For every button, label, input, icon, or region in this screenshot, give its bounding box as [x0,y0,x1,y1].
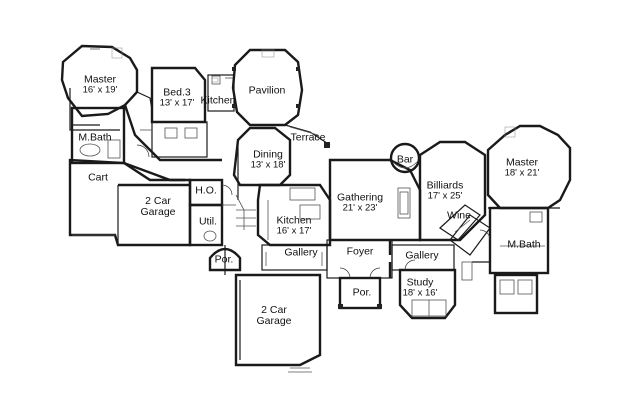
ho-util-walls [188,178,236,247]
room-name: Study [406,276,434,289]
dining-walls [232,126,292,200]
room-name: Gallery [284,246,318,259]
room-name: Por. [214,253,234,266]
por-left-walls [208,245,242,275]
room-gallery-left: Gallery [284,247,317,258]
room-name: Terrace [290,131,326,144]
room-util: Util. [199,216,217,227]
room-name: Gallery [405,249,439,262]
room-name: Util. [198,215,218,228]
room-name: Pavilion [248,84,286,97]
room-name: Master [505,156,539,169]
room-master-right: Master 18' x 21' [504,156,540,179]
room-dims: 16' x 17' [276,225,312,237]
room-kitchen-main: Kitchen 16' x 17' [276,214,312,237]
room-kitchen-top: Kitchen [200,95,235,106]
room-wine: Wine [447,210,471,221]
room-name: M.Bath [507,238,541,251]
room-por-left: Por. [215,254,234,265]
room-dining: Dining 13' x 18' [250,148,286,171]
pavilion-walls [231,48,304,127]
room-garage-left: 2 Car Garage [140,194,176,218]
room-study: Study 18' x 16' [402,276,438,299]
room-name: Foyer [346,245,374,258]
room-name: Bar [396,153,414,166]
room-name: Kitchen [200,94,236,107]
room-name-2: Garage [140,206,176,218]
room-por-center: Por. [353,287,372,298]
room-name: Dining [253,148,283,161]
terrace-walls [284,124,331,148]
por-center-walls [338,276,382,310]
room-master-left: Master 16' x 19' [82,73,118,96]
room-dims: 21' x 23' [342,202,378,214]
room-bed3: Bed.3 13' x 17' [159,86,195,109]
room-name: 2 Car [261,303,287,316]
room-dims: 17' x 25' [427,190,463,202]
room-mbath-right: M.Bath [507,239,540,250]
master-bath-left-walls [70,106,126,165]
room-name: Por. [352,286,372,299]
master-bath-right-walls [461,206,550,315]
room-terrace: Terrace [290,132,325,143]
study-walls [398,268,457,320]
room-dims: 13' x 18' [250,159,286,171]
room-dims: 18' x 16' [402,287,438,299]
room-garage-bottom: 2 Car Garage [256,303,292,327]
room-dims: 18' x 21' [504,167,540,179]
room-name: M.Bath [78,131,112,144]
room-gathering: Gathering 21' x 23' [336,191,384,214]
room-name: H.O. [195,184,217,197]
room-name: Bed.3 [163,86,191,99]
room-dims: 13' x 17' [159,97,195,109]
room-name: Billiards [426,179,464,192]
room-gallery-right: Gallery [405,250,438,261]
room-name: Cart [88,171,108,184]
room-name-2: Garage [256,315,292,327]
room-ho: H.O. [195,185,217,196]
door-swings [136,144,491,279]
room-dims: 16' x 19' [82,84,118,96]
garage-bottom-walls [234,273,322,373]
bed3-walls [140,66,208,158]
room-pavilion: Pavilion [249,85,286,96]
room-name: Master [83,73,117,86]
room-cart: Cart [88,172,108,183]
room-foyer: Foyer [347,246,374,257]
room-name: Kitchen [276,214,312,227]
room-mbath-left: M.Bath [78,132,111,143]
room-name: Gathering [336,191,384,204]
room-name: 2 Car [145,194,171,207]
room-billiards: Billiards 17' x 25' [426,179,464,202]
room-name: Wine [447,209,471,222]
master-left-walls [60,44,139,131]
billiards-walls [418,140,487,242]
room-bar: Bar [397,154,413,165]
